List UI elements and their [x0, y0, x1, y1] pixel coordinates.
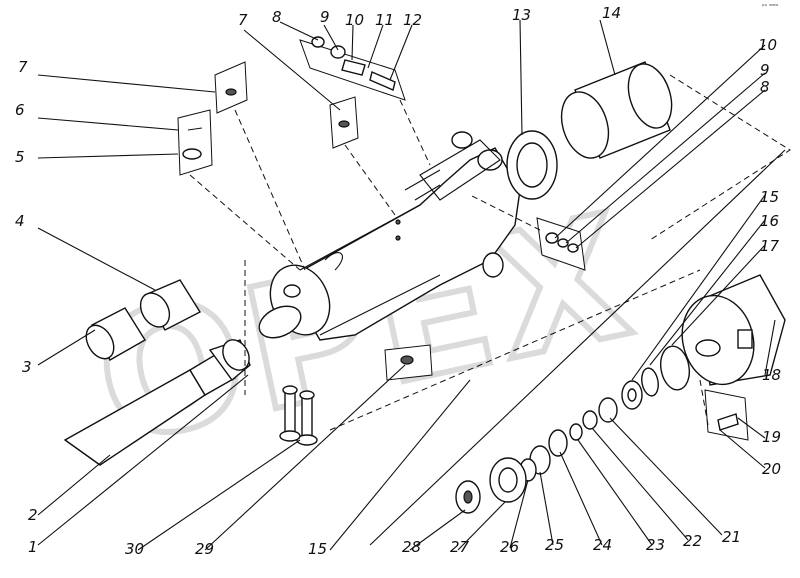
main-housing: [258, 131, 521, 341]
card-8-10-right: [536, 217, 586, 271]
card-7-left: [214, 61, 248, 114]
bushing-4: [139, 279, 201, 331]
label-18: 18: [762, 366, 781, 384]
label-4: 4: [15, 212, 25, 230]
label-5: 5: [15, 148, 25, 166]
label-19: 19: [762, 428, 781, 446]
label-16: 16: [760, 212, 779, 230]
motor-18: [681, 274, 786, 386]
label-20: 20: [762, 460, 781, 478]
callout-labels: 7 6 5 4 3 2 1 7 8 9 10 11 12 13 14 10 9 …: [15, 4, 781, 558]
card-7-right: [329, 96, 359, 149]
label-6: 6: [15, 101, 25, 119]
card-29-bolt: [384, 344, 433, 381]
label-13: 13: [512, 6, 531, 24]
label-21: 21: [722, 528, 741, 546]
chisel-tool: [63, 339, 251, 466]
ring-23: [569, 423, 583, 441]
label-24: 24: [593, 536, 612, 554]
flange-17: [659, 345, 691, 391]
washer-21: [598, 397, 618, 423]
label-1: 1: [28, 538, 38, 556]
label-25: 25: [545, 536, 564, 554]
disc-16: [641, 367, 659, 397]
label-22: 22: [683, 532, 702, 550]
label-7-top: 7: [238, 11, 248, 29]
label-3: 3: [22, 358, 32, 376]
label-27: 27: [450, 538, 470, 556]
card-5-6: [177, 109, 213, 176]
assembly-lines: [189, 74, 791, 431]
ring-22: [582, 410, 598, 430]
corner-mark: ᵖᵒ ʷʷʷ: [762, 3, 778, 10]
label-7-left: 7: [18, 58, 28, 76]
label-14: 14: [602, 4, 621, 22]
label-9-right: 9: [760, 61, 770, 79]
label-8-right: 8: [760, 78, 770, 96]
card-8-12: [299, 36, 406, 101]
bushing-3: [85, 307, 146, 361]
seal-ring-13: [506, 130, 558, 200]
label-15-bottom: 15: [308, 540, 327, 558]
label-15-right: 15: [760, 188, 779, 206]
card-19-20: [704, 389, 749, 441]
disc-24: [548, 429, 568, 457]
washer-15a: [621, 380, 643, 410]
sleeve-14: [560, 61, 673, 159]
label-9-top: 9: [320, 8, 330, 26]
label-10-right: 10: [758, 36, 777, 54]
label-28: 28: [402, 538, 421, 556]
pin-30: [279, 385, 301, 442]
label-12: 12: [403, 11, 422, 29]
label-2: 2: [28, 506, 38, 524]
label-23: 23: [646, 536, 665, 554]
label-10-top: 10: [345, 11, 364, 29]
label-11: 11: [375, 11, 394, 29]
label-8-top: 8: [272, 8, 282, 26]
label-29: 29: [195, 540, 214, 558]
label-30: 30: [125, 540, 144, 558]
washer-28: [455, 480, 481, 514]
label-17: 17: [760, 237, 780, 255]
label-26: 26: [500, 538, 519, 556]
pin-29: [296, 390, 318, 446]
leader-lines: [37, 19, 786, 551]
gear-disc-27: [489, 457, 527, 503]
